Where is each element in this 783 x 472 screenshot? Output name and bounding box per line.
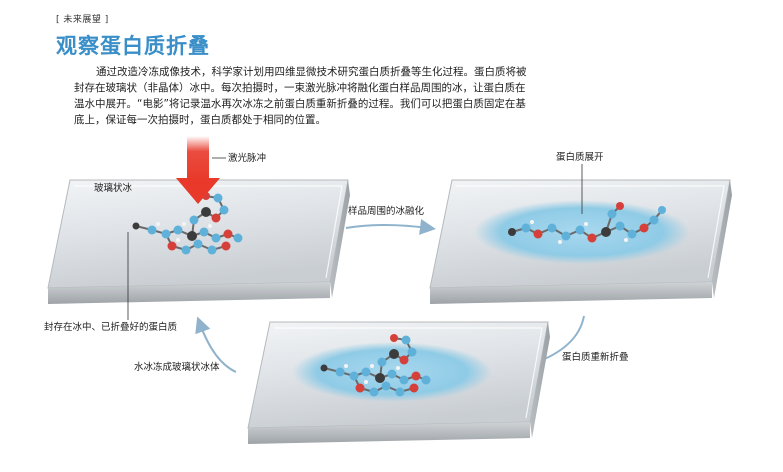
glass-ice-label: 玻璃状冰 bbox=[94, 182, 133, 194]
laser-pulse-label: 激光脉冲 bbox=[228, 152, 266, 164]
page-title: 观察蛋白质折叠 bbox=[56, 34, 210, 58]
refold-label: 蛋白质重新折叠 bbox=[562, 351, 629, 363]
intro-line-4: 底上，保证每一次拍摄时，蛋白质都处于相同的位置。 bbox=[74, 114, 326, 126]
section-tag: [ 未来展望 ] bbox=[56, 15, 109, 25]
arrow-melt bbox=[345, 219, 436, 235]
refreeze-label: 水冰冻成玻璃状冰体 bbox=[134, 361, 220, 373]
ice-slab-2 bbox=[429, 179, 732, 304]
laser-pulse bbox=[176, 136, 226, 204]
ice-slab-1 bbox=[47, 179, 350, 304]
melt-label: 样品周围的冰融化 bbox=[348, 205, 425, 217]
intro-line-1: 通过改造冷冻成像技术，科学家计划用四维显微技术研究蛋白质折叠等生化过程。蛋白质将… bbox=[96, 66, 527, 78]
unfold-label: 蛋白质展开 bbox=[556, 151, 604, 163]
sealed-protein-label: 封存在冰中、已折叠好的蛋白质 bbox=[44, 321, 178, 333]
ice-slab-3 bbox=[247, 321, 550, 444]
intro-line-2: 封存在玻璃状（非晶体）冰中。每次拍摄时，一束激光脉冲将融化蛋白样品周围的冰，让蛋… bbox=[74, 82, 526, 94]
arrow-refreeze bbox=[195, 316, 237, 373]
intro-line-3: 温水中展开。“电影”将记录温水再次冰冻之前蛋白质重新折叠的过程。我们可以把蛋白质… bbox=[74, 98, 526, 110]
intro-paragraph: 通过改造冷冻成像技术，科学家计划用四维显微技术研究蛋白质折叠等生化过程。蛋白质将… bbox=[74, 64, 594, 128]
